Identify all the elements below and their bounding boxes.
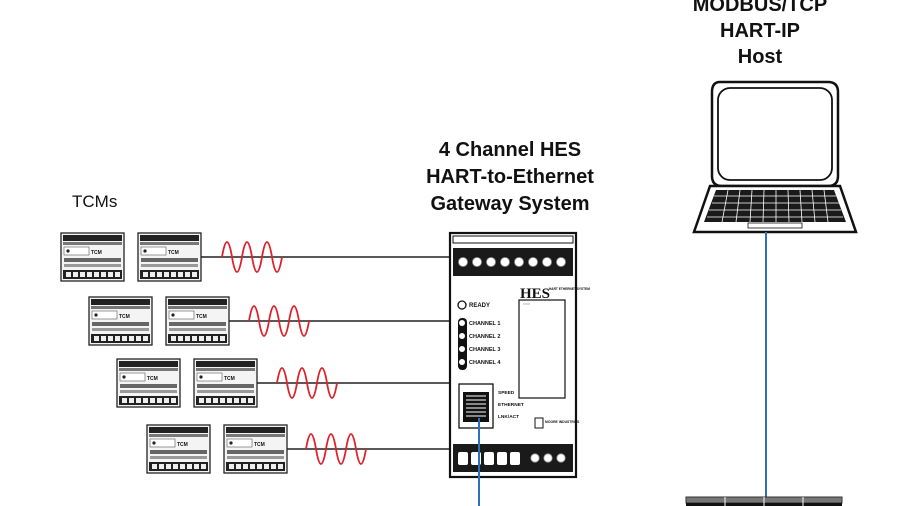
- tcm-module: TCM: [116, 358, 181, 408]
- gateway-title-line3: Gateway System: [430, 193, 590, 215]
- hart-signal-wave-4: [305, 433, 367, 465]
- tcm-module-text: TCM: [196, 314, 207, 320]
- channel-4-led: [459, 359, 465, 365]
- monitor-screen: [717, 87, 833, 181]
- channel-led-strip: [458, 318, 467, 370]
- tcm-module: TCM: [146, 424, 211, 474]
- tcm-module-text: TCM: [168, 250, 179, 256]
- tcm-module: TCM: [223, 424, 288, 474]
- maker-name: MOORE INDUSTRIES: [545, 420, 580, 424]
- host-title: MODBUS/TCP HART-IP Host: [620, 0, 900, 70]
- host-title-line2: HART-IP: [720, 20, 800, 42]
- tcm-row-4: TCM TCM: [146, 424, 450, 474]
- tcm-module: TCM: [193, 358, 258, 408]
- tcm-row-2: TCM TCM: [88, 296, 450, 346]
- ready-led: [457, 300, 467, 310]
- gateway-title-line1: 4 Channel HES: [438, 139, 582, 161]
- tcm-module: TCM: [88, 296, 153, 346]
- keyboard-key-grid: [707, 189, 843, 223]
- gateway-title: 4 Channel HES HART-to-Ethernet Gateway S…: [360, 137, 660, 218]
- terminal-screws-bottom: [458, 452, 520, 465]
- spacebar: [747, 222, 803, 229]
- channel-2-led: [459, 333, 465, 339]
- keyboard-keys: [704, 190, 846, 222]
- tcm-module-text: TCM: [177, 442, 188, 448]
- tcm-group-label: TCMs: [72, 192, 118, 211]
- tcm-row-1: TCM TCM: [60, 232, 450, 282]
- hart-signal-wave-2: [248, 305, 310, 337]
- tcm-module-text: TCM: [119, 314, 130, 320]
- port-pins: [466, 395, 486, 417]
- speed-label: SPEED: [498, 390, 515, 396]
- tcm-module-text: TCM: [147, 376, 158, 382]
- tcm-module-text: TCM: [91, 250, 102, 256]
- tcm-module: TCM: [165, 296, 230, 346]
- host-title-line1: MODBUS/TCP: [692, 0, 828, 16]
- terminal-screws-top: [458, 257, 566, 267]
- tcm-module-text: TCM: [254, 442, 265, 448]
- tcm-module: TCM: [137, 232, 202, 282]
- lnkact-label: LNK/ACT: [498, 414, 519, 420]
- host-title-line3: Host: [737, 46, 783, 68]
- tcm-row-3: TCM TCM: [116, 358, 450, 408]
- tcm-module: TCM: [60, 232, 125, 282]
- channel-2-label: CHANNEL 2: [469, 334, 500, 340]
- hart-signal-wave-3: [276, 367, 338, 399]
- hart-signal-wave-1: [221, 241, 283, 273]
- host-computer: [692, 80, 858, 506]
- hes-logo-sub: HART ETHERNET SYSTEM: [549, 287, 590, 291]
- gateway-title-line2: HART-to-Ethernet: [426, 166, 594, 188]
- channel-1-led: [459, 320, 465, 326]
- channel-3-label: CHANNEL 3: [469, 347, 500, 353]
- label-window: [518, 299, 566, 399]
- tcm-module-text: TCM: [224, 376, 235, 382]
- network-switch: [685, 496, 843, 506]
- ready-label: READY: [469, 303, 490, 309]
- hes-logo: HES: [520, 286, 550, 302]
- hes-gateway: HES HART ETHERNET SYSTEM READY CHANNEL 1…: [448, 231, 590, 506]
- ethernet-label: ETHERNET: [498, 402, 524, 408]
- channel-1-label: CHANNEL 1: [469, 321, 500, 327]
- channel-3-led: [459, 346, 465, 352]
- maker-logo: [534, 417, 544, 429]
- top-terminal-block: [453, 248, 573, 276]
- channel-4-label: CHANNEL 4: [469, 360, 501, 366]
